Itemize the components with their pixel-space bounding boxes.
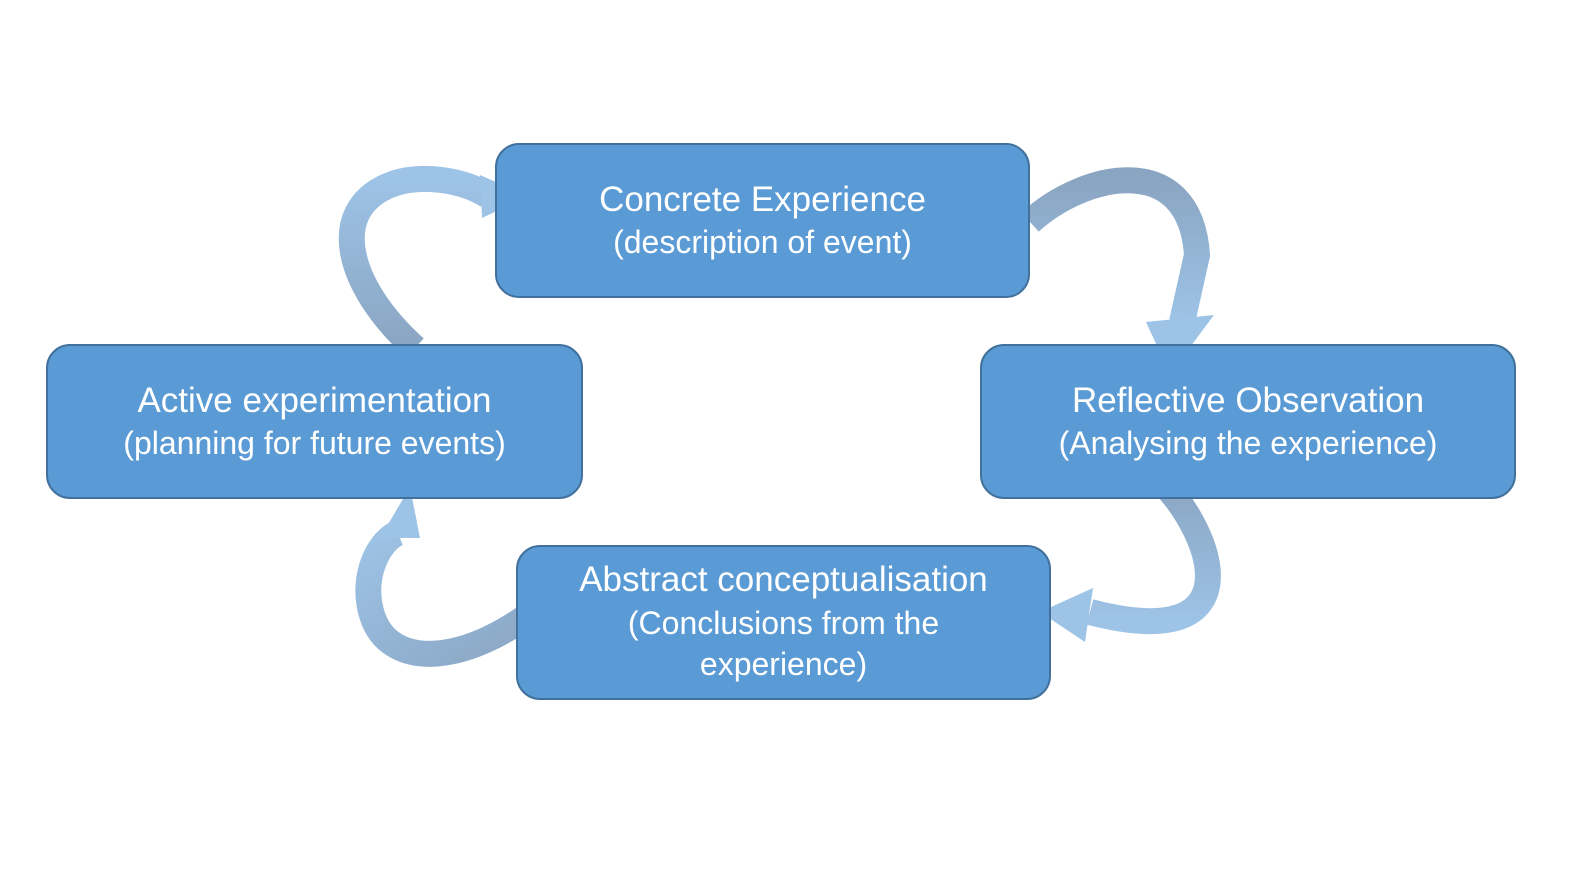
stage-description: (description of event) xyxy=(613,224,912,261)
stage-title: Concrete Experience xyxy=(599,179,926,219)
stage-description: (planning for future events) xyxy=(123,425,506,462)
arrow-reflective-to-abstract xyxy=(1040,470,1221,642)
stage-reflective-observation: Reflective Observation (Analysing the ex… xyxy=(980,344,1516,499)
stage-active-experimentation: Active experimentation (planning for fut… xyxy=(46,344,583,499)
stage-description: (Conclusions from the experience) xyxy=(627,604,940,683)
stage-abstract-conceptualisation: Abstract conceptualisation (Conclusions … xyxy=(516,545,1051,700)
stage-title: Active experimentation xyxy=(137,380,492,420)
arrow-abstract-to-active xyxy=(355,487,554,667)
stage-concrete-experience: Concrete Experience (description of even… xyxy=(495,143,1030,298)
stage-title: Abstract conceptualisation xyxy=(579,560,988,599)
stage-description: (Analysing the experience) xyxy=(1058,425,1438,462)
stage-title: Reflective Observation xyxy=(1071,380,1425,420)
